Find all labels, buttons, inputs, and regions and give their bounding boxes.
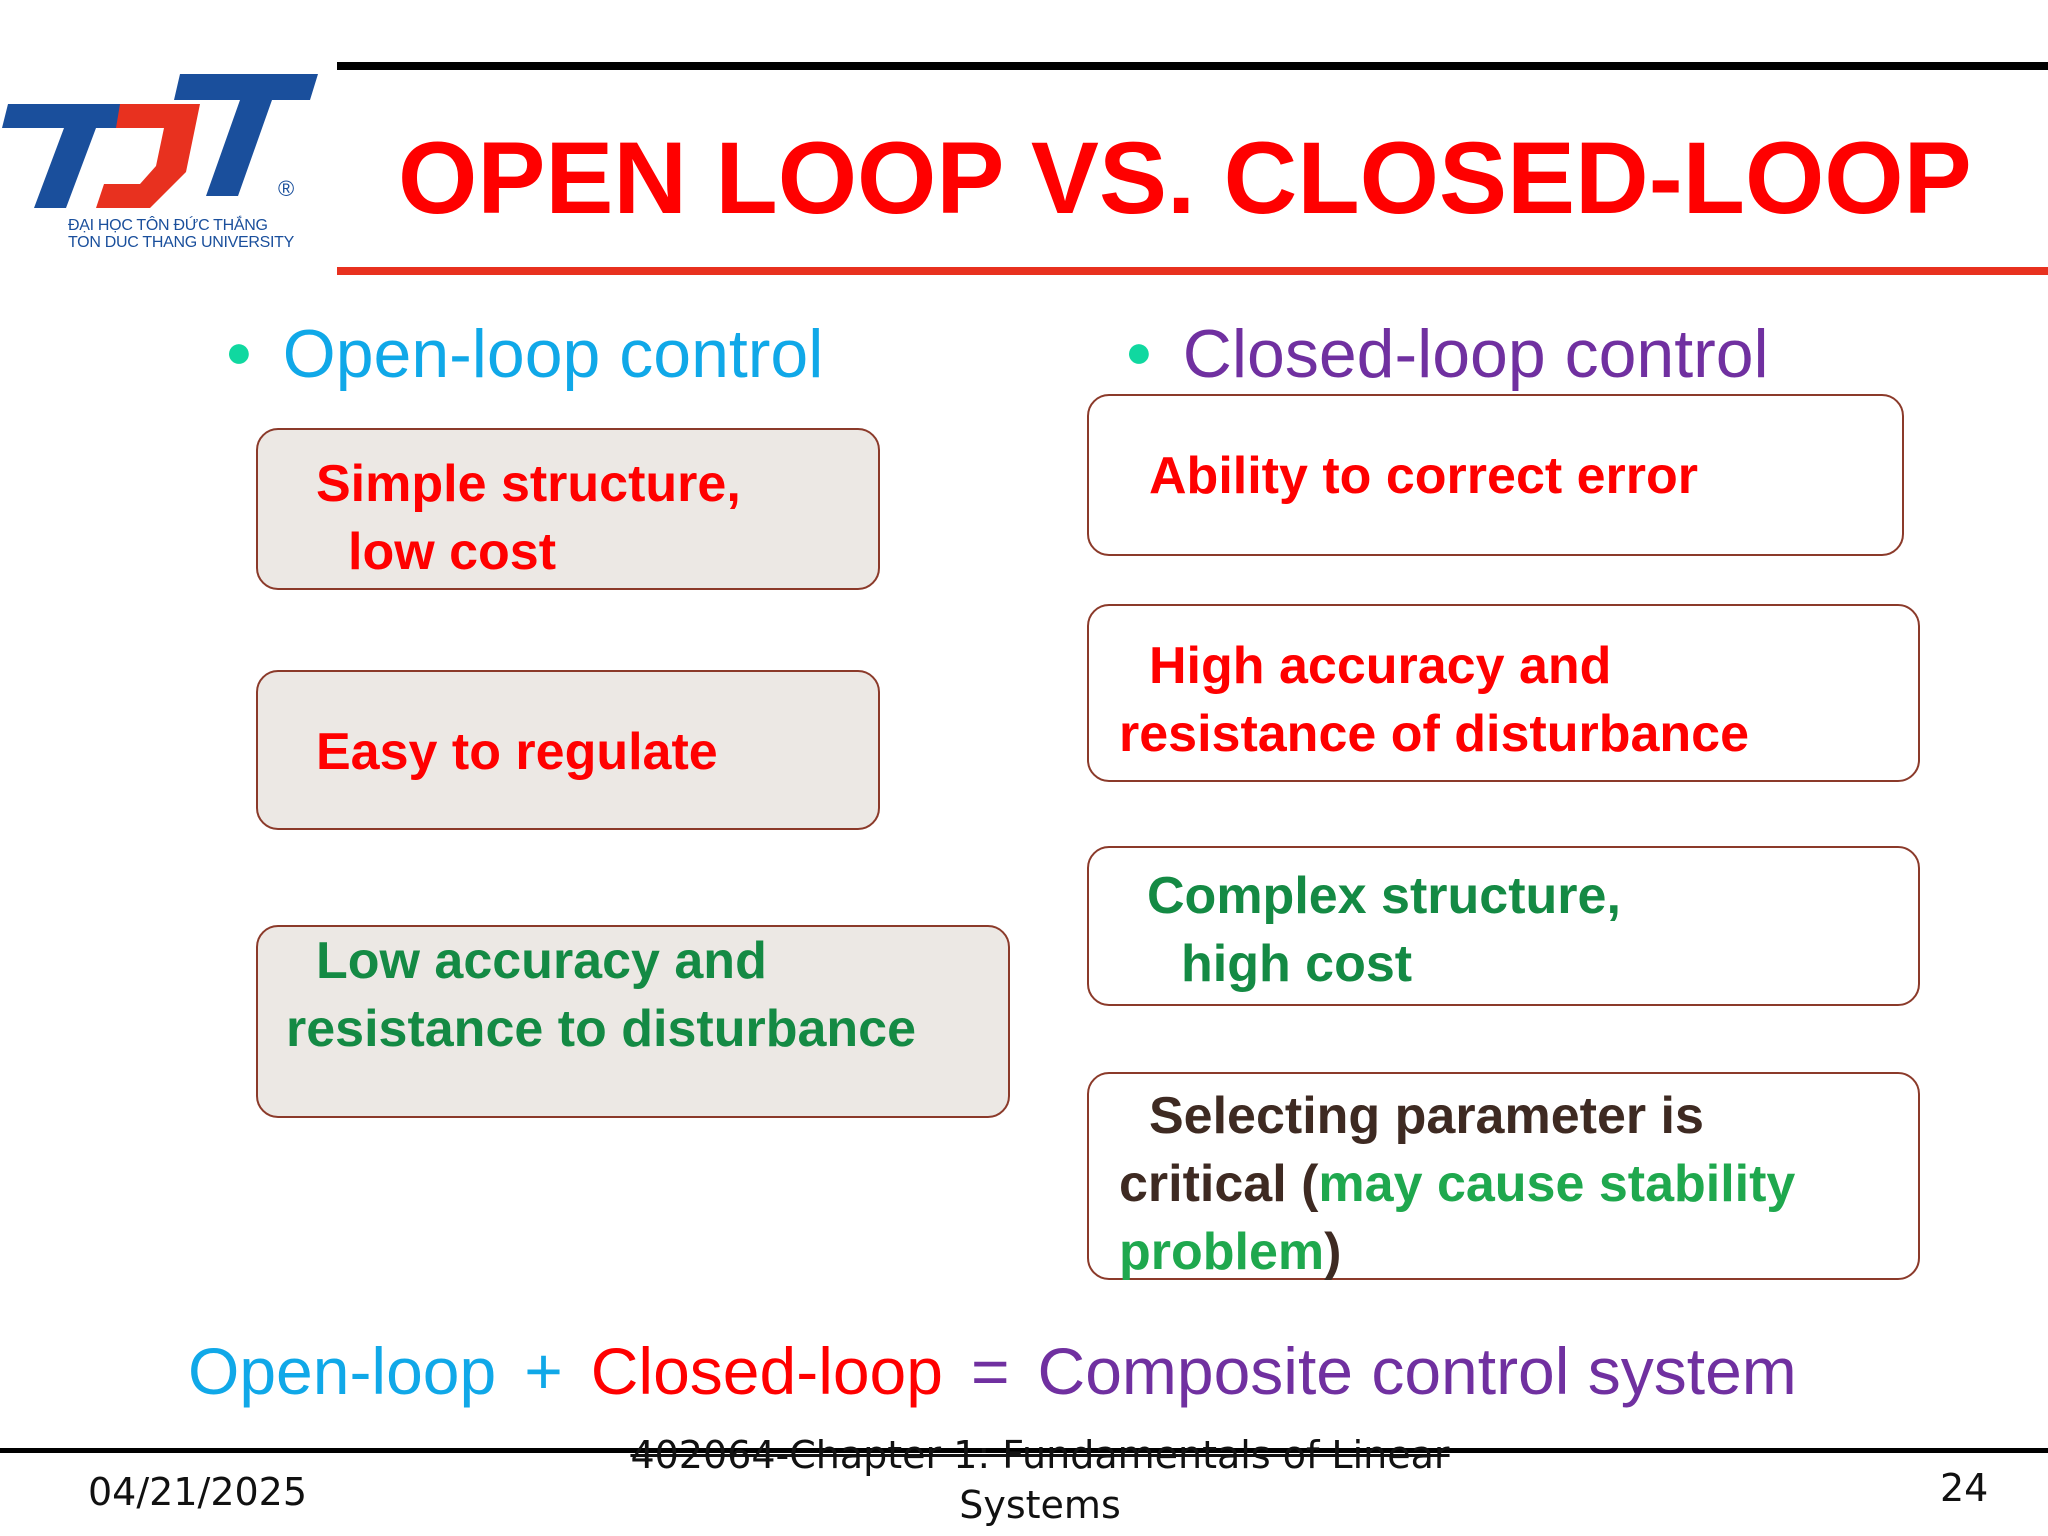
box-line: Simple structure, [316, 455, 741, 513]
box-line-part: ) [1324, 1223, 1342, 1281]
box-line-part: may cause stability [1318, 1155, 1796, 1213]
box-line: Ability to correct error [1149, 447, 1699, 505]
logo-text-english: TON DUC THANG UNIVERSITY [68, 234, 295, 251]
logo-text-vietnamese: ĐẠI HỌC TÔN ĐỨC THẮNG [68, 217, 268, 234]
box-line: Complex structure, [1147, 867, 1621, 925]
closed-loop-box-high-accuracy: High accuracy and resistance of disturba… [1087, 604, 1920, 782]
box-line: resistance of disturbance [1119, 705, 1749, 763]
equation-equals: = [970, 1334, 1010, 1408]
open-loop-heading: ● Open-loop control [225, 308, 823, 394]
footer-course-title: 402064-Chapter 1: Fundamentals of Linear… [560, 1430, 1520, 1530]
header-rule-red [337, 267, 2048, 275]
box-line: Selecting parameter is [1149, 1087, 1704, 1145]
box-line-part: critical ( [1119, 1155, 1319, 1213]
closed-loop-heading-text: Closed-loop control [1182, 316, 1769, 392]
footer-page-number: 24 [1940, 1466, 1989, 1510]
box-line: Easy to regulate [316, 723, 718, 781]
equation-open-loop: Open-loop [188, 1334, 497, 1408]
box-line: low cost [348, 523, 557, 581]
composite-equation: Open-loop + Closed-loop = Composite control … [188, 1328, 1797, 1414]
open-loop-box-low-accuracy: Low accuracy and resistance to disturban… [256, 925, 1010, 1118]
footer-course-line2: Systems [959, 1483, 1121, 1527]
equation-composite: Composite control system [1037, 1334, 1797, 1408]
header-rule-top [337, 62, 2048, 70]
open-loop-heading-text: Open-loop control [282, 316, 824, 392]
closed-loop-box-selecting-parameter: Selecting parameter is critical (may cau… [1087, 1072, 1920, 1281]
footer-rule [0, 1448, 2048, 1453]
box-line: High accuracy and [1149, 637, 1612, 695]
bullet-icon: ● [225, 325, 253, 377]
box-line-part: problem [1119, 1223, 1325, 1281]
registered-mark-icon: ® [278, 176, 295, 201]
box-line: resistance to disturbance [286, 1000, 916, 1058]
open-loop-box-simple-structure: Simple structure, low cost [256, 428, 880, 590]
closed-loop-box-complex-structure: Complex structure, high cost [1087, 846, 1920, 1006]
bullet-icon: ● [1125, 325, 1153, 377]
open-loop-box-easy-regulate: Easy to regulate [256, 670, 880, 830]
box-line: high cost [1181, 935, 1413, 993]
box-line: Low accuracy and [316, 932, 767, 990]
equation-closed-loop: Closed-loop [590, 1334, 943, 1408]
closed-loop-heading: ● Closed-loop control [1125, 308, 1769, 394]
footer-course-line1: 402064-Chapter 1: Fundamentals of Linear [630, 1433, 1450, 1477]
equation-plus: + [524, 1334, 563, 1408]
closed-loop-box-correct-error: Ability to correct error [1087, 394, 1904, 556]
tdt-logo-icon [2, 74, 318, 208]
footer-date: 04/21/2025 [88, 1470, 308, 1514]
university-logo: ® ĐẠI HỌC TÔN ĐỨC THẮNG TON DUC THANG UN… [0, 68, 330, 258]
slide-title: OPEN LOOP VS. CLOSED-LOOP [398, 121, 1972, 235]
